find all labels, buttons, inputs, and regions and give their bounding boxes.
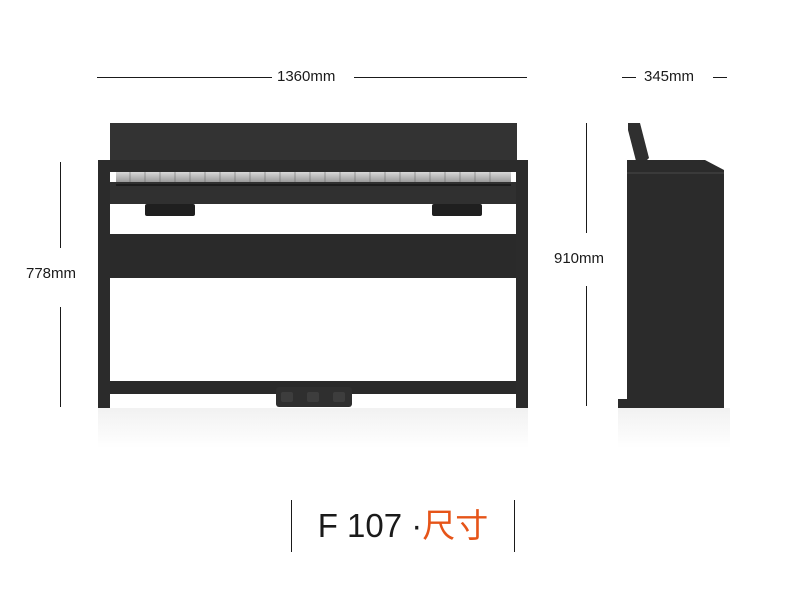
- caption-label: 尺寸: [422, 506, 489, 545]
- floor-reflection-side: [618, 408, 730, 448]
- caption-left-bar: [291, 500, 292, 552]
- back-panel: [110, 234, 516, 278]
- floor-reflection-front: [98, 408, 528, 448]
- side-pedal: [618, 399, 628, 408]
- piano-top-cabinet: [98, 160, 528, 172]
- total-height-line-top: [586, 123, 587, 233]
- depth-dimension-line-right: [713, 77, 727, 78]
- right-speaker: [432, 204, 482, 216]
- key-dividers: [129, 172, 491, 182]
- left-speaker: [145, 204, 195, 216]
- side-cabinet: [627, 160, 724, 408]
- width-dimension-label: 1360mm: [277, 68, 336, 85]
- total-height-line-bottom: [586, 286, 587, 406]
- caption-model: F 107: [317, 507, 403, 544]
- caption-separator: ·: [411, 507, 423, 544]
- stand-height-label: 778mm: [26, 265, 77, 282]
- keybed-front: [98, 182, 528, 204]
- left-leg: [98, 160, 110, 408]
- caption-right-bar: [514, 500, 515, 552]
- depth-dimension-label: 345mm: [644, 68, 695, 85]
- pedal-left: [281, 392, 293, 402]
- depth-dimension-line-left: [622, 77, 636, 78]
- width-dimension-line-left: [97, 77, 272, 78]
- stand-height-line-top: [60, 162, 61, 248]
- pedal-center: [307, 392, 319, 402]
- caption-text: F 107 ·尺寸: [291, 508, 515, 544]
- keyboard: [116, 172, 511, 182]
- music-rest: [110, 123, 517, 161]
- total-height-label: 910mm: [554, 250, 605, 267]
- right-leg: [516, 160, 528, 408]
- side-music-rest: [628, 123, 649, 161]
- width-dimension-line-right: [354, 77, 527, 78]
- stand-height-line-bottom: [60, 307, 61, 407]
- caption: F 107 ·尺寸: [291, 500, 515, 552]
- pedal-right: [333, 392, 345, 402]
